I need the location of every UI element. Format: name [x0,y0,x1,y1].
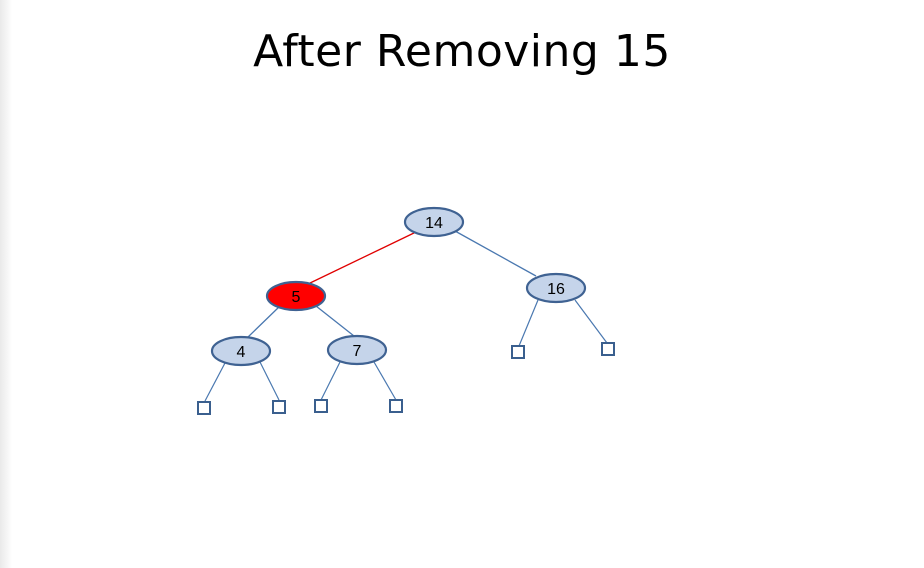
leaf-edge [259,361,280,401]
leaf-edge [320,361,341,401]
node-shape [265,280,327,312]
null-leaf-square [389,399,403,413]
tree-node-4: 4 [210,335,272,367]
null-leaf-square [601,342,615,356]
leaf-edge [373,361,397,401]
tree-node-7: 7 [326,334,388,366]
null-leaf-square [314,399,328,413]
slide-title: After Removing 15 [253,26,671,77]
edge-5-7 [315,305,355,337]
slide-edge-shadow [0,0,12,568]
null-leaf-square [511,345,525,359]
tree-node-16: 16 [525,272,587,304]
node-shape [326,334,388,366]
node-label: 14 [425,215,443,232]
node-shape [403,206,465,238]
null-leaf-square [272,400,286,414]
edge-5-4 [246,305,281,339]
edge-14-5 [307,231,417,285]
tree-node-14: 14 [403,206,465,238]
tree-node-5: 5 [265,280,327,312]
leaf-edge [574,299,608,344]
edge-14-16 [454,230,537,277]
node-label: 7 [353,343,362,360]
node-shape [525,272,587,304]
leaf-edge [204,362,226,402]
leaf-edge [518,299,539,347]
node-label: 16 [547,281,565,298]
node-label: 4 [237,344,246,361]
node-label: 5 [292,289,301,306]
node-shape [210,335,272,367]
null-leaf-square [197,401,211,415]
